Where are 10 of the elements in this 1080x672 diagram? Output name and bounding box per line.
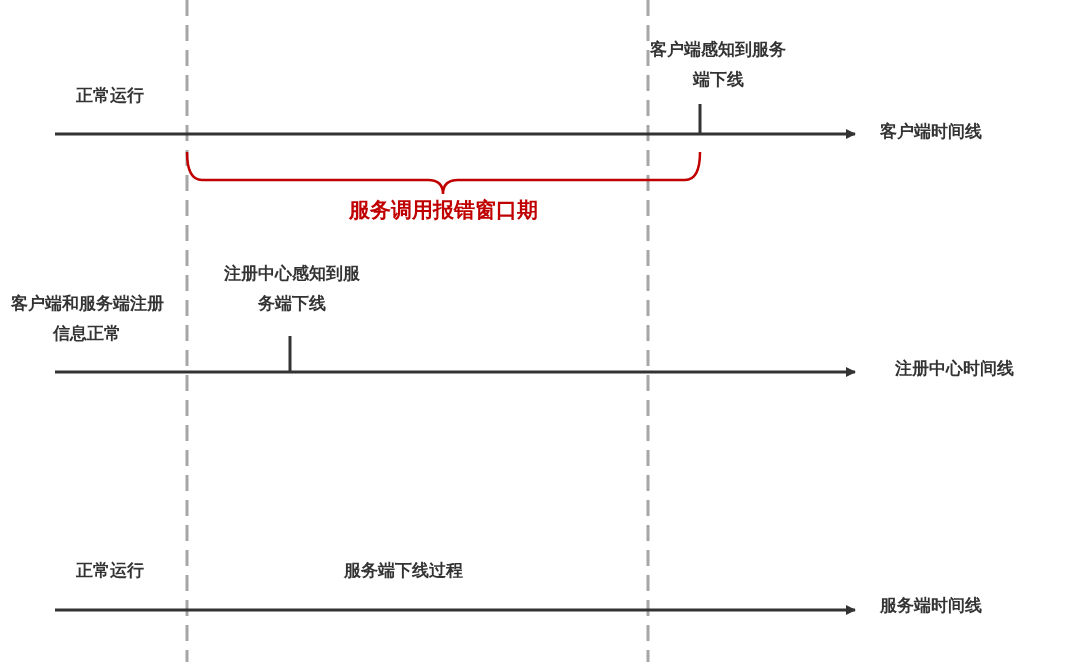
text-label: 服务端下线过程 (342, 559, 464, 582)
text-label: 客户端时间线 (880, 120, 983, 143)
text-label: 服务端时间线 (880, 594, 983, 617)
text-label: 正常运行 (75, 559, 145, 582)
text-label: 客户端感知到服务端下线 (649, 38, 787, 91)
text-label: 正常运行 (75, 84, 145, 107)
period-label: 服务调用报错窗口期 (347, 197, 539, 224)
text-label: 注册中心感知到服务端下线 (223, 262, 361, 315)
text-label: 客户端和服务端注册信息正常 (9, 292, 165, 345)
text-label: 注册中心时间线 (895, 357, 1015, 380)
